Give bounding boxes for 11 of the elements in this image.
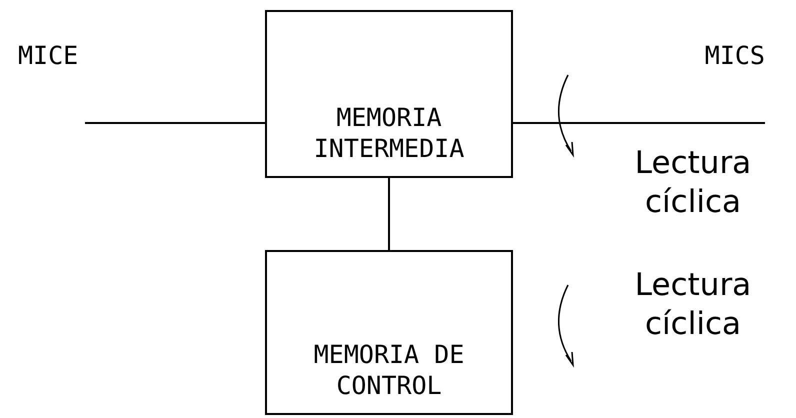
box-label: MEMORIA DE CONTROL: [312, 338, 466, 401]
signal-name: MICS: [704, 40, 765, 72]
box-label: MEMORIA INTERMEDIA: [312, 102, 466, 164]
connector-line: [85, 122, 265, 124]
memory-box: [265, 250, 513, 415]
signal-name: MICE: [18, 40, 78, 72]
connector-line: [513, 122, 765, 124]
connector-line: [388, 178, 390, 250]
annotation-text: Lectura cíclica: [634, 266, 752, 344]
annotation-text: Lectura cíclica: [634, 144, 752, 222]
memory-box: [265, 10, 513, 178]
